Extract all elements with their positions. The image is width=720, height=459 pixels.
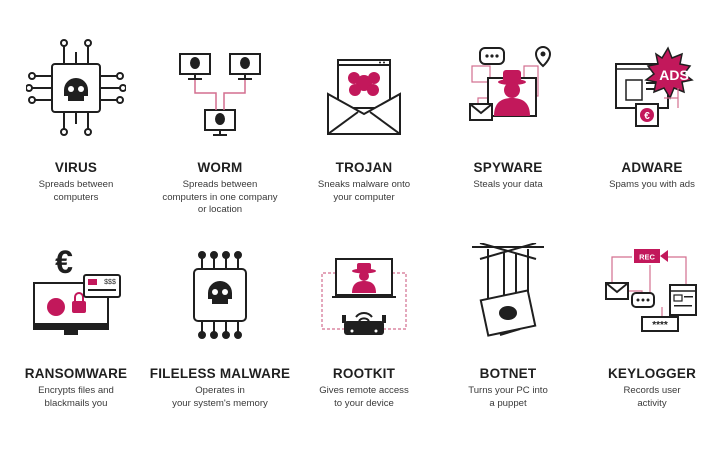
malware-title: VIRUS xyxy=(54,160,98,175)
malware-description: Operates in your system's memory xyxy=(172,385,268,409)
malware-description: Gives remote access to your device xyxy=(319,385,409,409)
malware-description: Spams you with ads xyxy=(609,179,695,190)
rec-label: REC xyxy=(639,253,655,262)
malware-description: Spreads between computers in one company… xyxy=(162,179,278,215)
malware-description: Turns your PC into a puppet xyxy=(468,385,548,409)
fileless-chip-icon xyxy=(170,243,270,343)
ads-badge-text: ADS xyxy=(659,67,689,83)
malware-title: FILELESS MALWARE xyxy=(149,366,291,381)
worm-network-icon xyxy=(170,38,270,138)
rootkit-router-icon xyxy=(314,243,414,343)
malware-title: ROOTKIT xyxy=(332,366,396,381)
malware-title: KEYLOGGER xyxy=(607,366,697,381)
malware-description: Records user activity xyxy=(623,385,681,409)
malware-description: Sneaks malware onto your computer xyxy=(317,179,411,203)
adware-ads-icon: ADS € xyxy=(602,38,702,138)
ransomware-monitor-icon: € $$$ xyxy=(26,243,126,343)
malware-title: ADWARE xyxy=(621,160,683,175)
malware-description: Spreads between computers xyxy=(38,179,114,203)
password-mask: **** xyxy=(652,320,668,331)
malware-description: Steals your data xyxy=(473,179,543,190)
malware-title: SPYWARE xyxy=(473,160,543,175)
malware-title: RANSOMWARE xyxy=(24,366,128,381)
euro-symbol: € xyxy=(55,244,73,280)
euro-symbol: € xyxy=(644,111,650,122)
botnet-puppet-icon xyxy=(458,243,558,343)
malware-title: TROJAN xyxy=(335,160,393,175)
malware-title: WORM xyxy=(197,160,243,175)
malware-description: Encrypts files and blackmails you xyxy=(38,385,114,409)
keylogger-rec-icon: REC **** xyxy=(602,243,702,343)
malware-title: BOTNET xyxy=(479,366,537,381)
card-amount-text: $$$ xyxy=(104,279,116,286)
virus-chip-skull-icon xyxy=(26,38,126,138)
trojan-envelope-icon xyxy=(314,38,414,138)
spyware-spy-icon xyxy=(458,38,558,138)
